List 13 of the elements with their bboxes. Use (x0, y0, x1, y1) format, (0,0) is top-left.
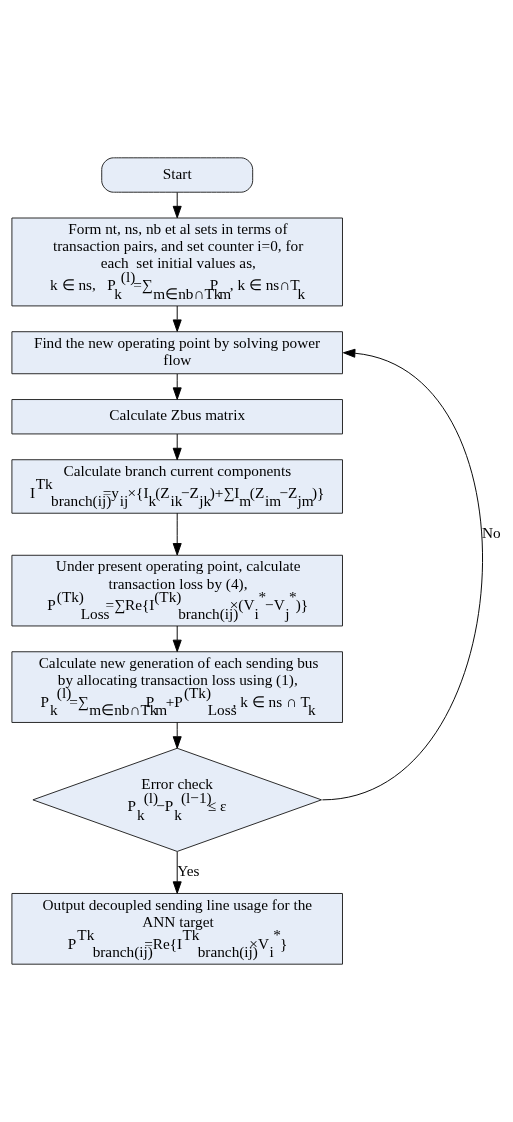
arrow (172, 373, 182, 400)
arrow (172, 512, 182, 556)
node-box: Start (101, 157, 254, 193)
node-box: Find the new operating point by solving power flow (11, 331, 343, 375)
arrow (172, 191, 182, 219)
arrow (172, 722, 182, 749)
arrow (321, 348, 483, 801)
arrow (172, 851, 182, 894)
edge-label: No (481, 523, 501, 541)
arrow (172, 433, 182, 461)
arrow (172, 625, 182, 653)
arrow (172, 305, 182, 332)
node-box: Calculate Zbus matrix (11, 399, 343, 435)
